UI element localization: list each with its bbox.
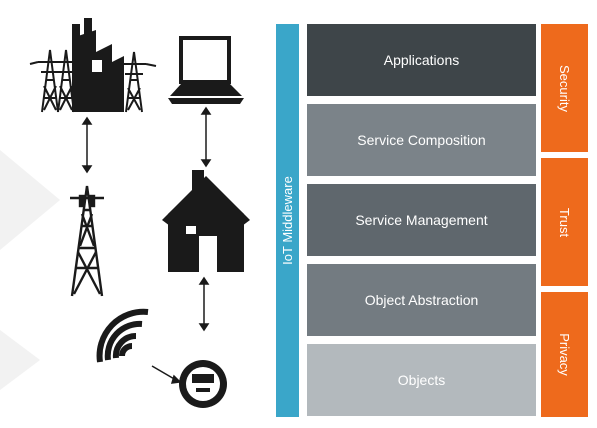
layer-applications: Applications [307, 24, 536, 96]
layer-label: Object Abstraction [364, 292, 479, 308]
side-label: Security [557, 64, 572, 112]
layer-label: Service Composition [357, 132, 486, 148]
smart-meter-icon [179, 360, 227, 408]
layer-object-abstraction: Object Abstraction [307, 264, 536, 336]
device-illustration [0, 0, 270, 428]
side-trust: Trust [541, 158, 588, 286]
iot-middleware-bar: IoT Middleware [276, 24, 299, 417]
side-label: Privacy [557, 333, 572, 376]
layer-label: Service Management [355, 212, 488, 228]
side-security: Security [541, 24, 588, 152]
side-privacy: Privacy [541, 292, 588, 417]
factory-icon [72, 18, 124, 112]
layer-service-composition: Service Composition [307, 104, 536, 176]
layer-label: Objects [397, 372, 446, 388]
iot-middleware-label: IoT Middleware [280, 176, 296, 265]
cell-tower-icon [70, 185, 104, 297]
layer-service-management: Service Management [307, 184, 536, 256]
layer-label: Applications [383, 52, 460, 68]
laptop-icon [168, 36, 244, 104]
wireless-signal-icon [96, 308, 149, 363]
power-grid-icon [29, 49, 157, 113]
side-label: Trust [556, 207, 572, 237]
house-icon [162, 170, 250, 272]
layer-objects: Objects [307, 344, 536, 416]
